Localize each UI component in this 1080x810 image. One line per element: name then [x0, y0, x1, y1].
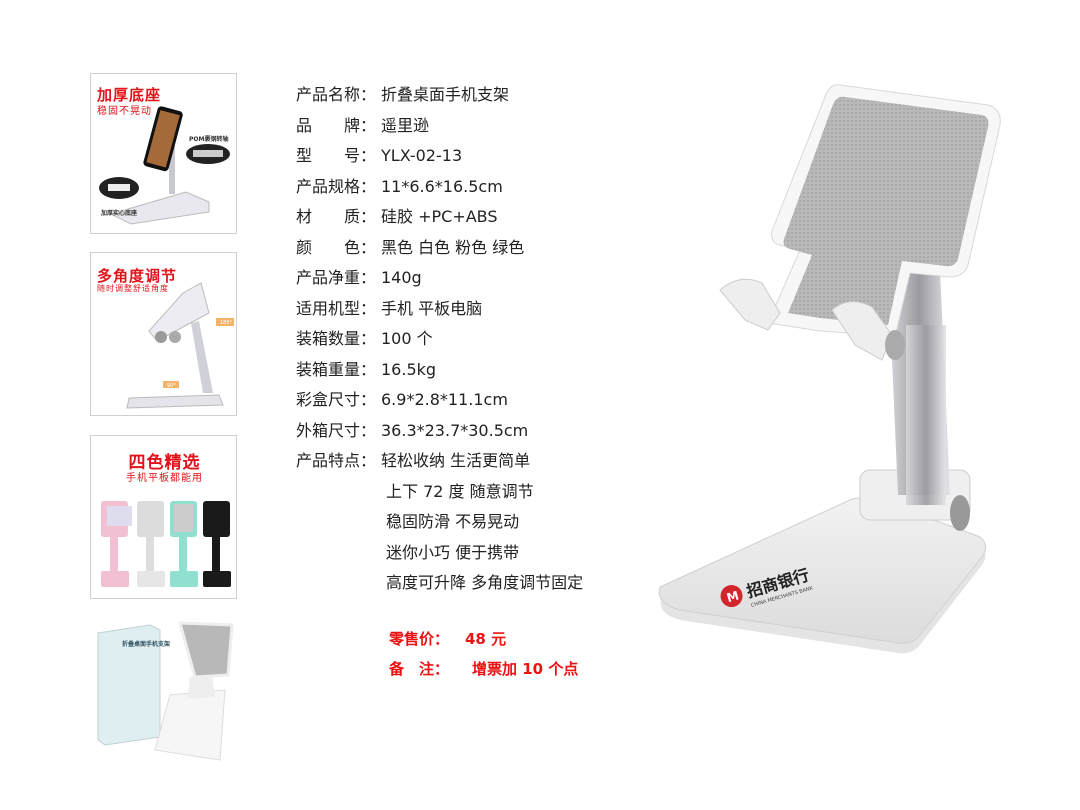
spec-label: 适用机型：	[296, 298, 377, 318]
price-value: 48 元	[465, 630, 507, 648]
spec-value: 轻松收纳 生活更简单	[381, 451, 531, 470]
spec-row: 产品规格： 11*6.6*16.5cm	[296, 172, 583, 203]
spec-label: 装箱重量：	[296, 359, 377, 379]
feature-line: 迷你小巧 便于携带	[386, 542, 520, 562]
angle-label: 90°	[167, 383, 176, 389]
spec-row: 型 号： YLX-02-13	[296, 141, 583, 172]
right-hook	[831, 301, 893, 361]
spec-row: 适用机型：手机 平板电脑	[296, 294, 583, 325]
color-variants-image	[101, 501, 231, 587]
note-value: 增票加 10 个点	[472, 660, 579, 678]
spec-value: 黑色 白色 粉色 绿色	[381, 237, 525, 257]
spec-label: 材 质：	[296, 207, 377, 226]
white-stand	[137, 501, 165, 587]
black-stand	[203, 501, 231, 587]
spec-label: 产品规格：	[296, 176, 377, 196]
spec-row: 装箱数量： 100 个	[296, 324, 583, 355]
price-label: 零售价：	[389, 630, 450, 648]
feature-line: 高度可升降 多角度调节固定	[386, 573, 584, 592]
note-label: 备 注：	[389, 660, 450, 678]
spec-value: 140g	[381, 268, 422, 287]
left-hook	[719, 278, 781, 331]
spec-row: 产品特点：轻松收纳 生活更简单	[296, 446, 583, 477]
thumb-subtitle: 随时调整舒适角度	[97, 284, 169, 293]
thumb-title: 加厚底座	[97, 86, 162, 104]
spec-value: 11*6.6*16.5cm	[381, 176, 503, 196]
spec-value: 6.9*2.8*11.1cm	[381, 390, 508, 409]
spec-value: 折叠桌面手机支架	[381, 85, 510, 104]
spec-row: 材 质：硅胶 +PC+ABS	[296, 202, 583, 233]
feature-line: 上下 72 度 随意调节	[386, 481, 534, 501]
spec-value: 手机 平板电脑	[381, 298, 483, 318]
thumb-thick-base[interactable]: 加厚底座 稳固不晃动 POM裹钢转轴 加厚实心底座	[90, 73, 237, 234]
spec-label: 颜 色：	[296, 237, 377, 257]
spec-label: 外箱尺寸：	[296, 420, 377, 440]
spec-value: 100 个	[381, 329, 433, 348]
stand-image	[99, 106, 230, 225]
thumb-title: 四色精选	[128, 453, 201, 473]
retail-price: 零售价： 48 元	[389, 628, 506, 649]
thumb-subtitle: 稳固不晃动	[97, 106, 152, 117]
spec-label: 产品名称：	[296, 85, 377, 104]
feature-line: 稳固防滑 不易晃动	[386, 512, 520, 531]
spec-row: 品 牌：遥里逊	[296, 111, 583, 142]
angle-label: 180°	[220, 320, 233, 326]
spec-label: 产品净重：	[296, 268, 377, 287]
spec-label: 产品特点：	[296, 451, 377, 470]
spec-row: 颜 色：黑色 白色 粉色 绿色	[296, 233, 583, 264]
spec-row: 彩盒尺寸： 6.9*2.8*11.1cm	[296, 385, 583, 416]
stand-image: 180° 90°	[126, 282, 234, 409]
spec-value: YLX-02-13	[381, 146, 463, 165]
mint-stand	[170, 501, 198, 587]
spec-row: 外箱尺寸： 36.3*23.7*30.5cm	[296, 416, 583, 447]
spec-label: 型 号：	[296, 146, 377, 165]
spec-label: 装箱数量：	[296, 329, 377, 348]
spec-label: 彩盒尺寸：	[296, 390, 377, 409]
spec-value: 遥里逊	[381, 115, 430, 135]
remark: 备 注： 增票加 10 个点	[389, 658, 578, 679]
svg-text:M: M	[725, 588, 740, 605]
thumb-subtitle: 手机平板都能用	[126, 473, 203, 484]
thumb-package[interactable]: 折叠桌面手机支架	[90, 615, 237, 770]
thumb-four-colors[interactable]: 四色精选 手机平板都能用	[90, 435, 237, 599]
box-label: 折叠桌面手机支架	[122, 641, 171, 648]
spec-row: 产品净重： 140g	[296, 263, 583, 294]
mesh-pad	[783, 96, 989, 325]
spec-row: 装箱重量： 16.5kg	[296, 355, 583, 386]
callout-label: POM裹钢转轴	[189, 136, 229, 143]
thumb-title: 多角度调节	[97, 267, 178, 285]
spec-list: 产品名称：折叠桌面手机支架 品 牌：遥里逊 型 号： YLX-02-13 产品规…	[296, 80, 583, 599]
spec-value: 硅胶 +PC+ABS	[381, 207, 498, 226]
product-image: M 招商银行 CHINA MERCHANTS BANK	[658, 84, 1001, 654]
spec-row: 产品名称：折叠桌面手机支架	[296, 80, 583, 111]
spec-value: 16.5kg	[381, 359, 437, 379]
package-image	[97, 621, 234, 761]
spec-label: 品 牌：	[296, 115, 377, 135]
callout-label: 加厚实心底座	[101, 210, 138, 217]
spec-value: 36.3*23.7*30.5cm	[381, 420, 529, 440]
pink-stand	[101, 501, 132, 587]
thumb-multi-angle[interactable]: 180° 90° 多角度调节 随时调整舒适角度	[90, 252, 237, 416]
